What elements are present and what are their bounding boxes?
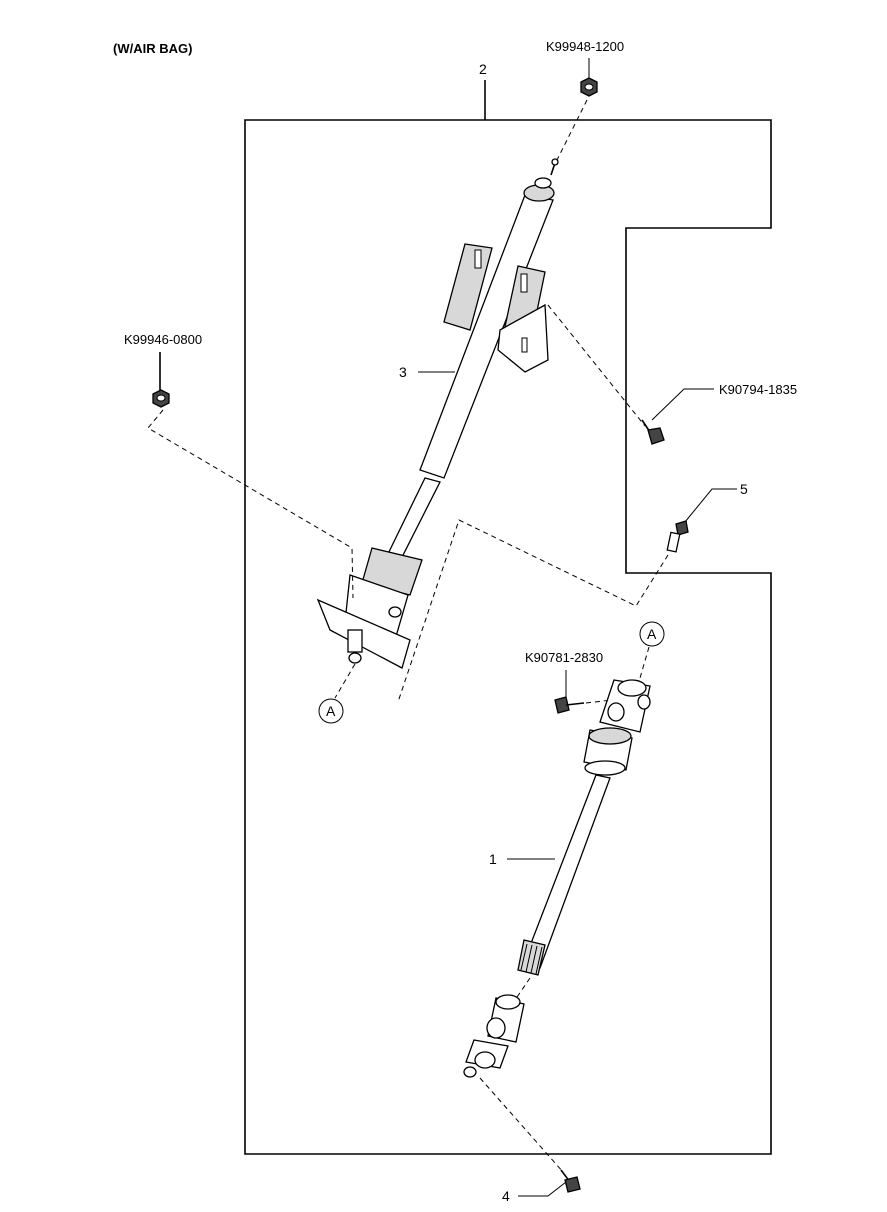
callout-leader-5 — [684, 488, 737, 523]
dashed-path-bolt-bracket — [547, 304, 646, 427]
bolt-4 — [560, 1169, 581, 1193]
bracket-bolt — [641, 419, 665, 445]
part-number-bolt-joint: K90781-2830 — [525, 650, 603, 665]
callout-2: 2 — [479, 61, 487, 77]
connector-a-right-circle — [639, 621, 665, 647]
bolt-5 — [666, 520, 689, 553]
joint-bolt — [554, 696, 585, 714]
dashed-path-bolt-4 — [479, 1077, 564, 1173]
callout-1: 1 — [489, 851, 497, 867]
callout-4: 4 — [502, 1188, 510, 1204]
connector-a-right: A — [647, 626, 657, 642]
callout-leader-4 — [518, 1181, 567, 1197]
connector-a-left: A — [326, 703, 336, 719]
hex-nut-top — [580, 77, 598, 97]
dashed-path-nut-left — [147, 409, 354, 599]
dashed-path-a-left — [334, 663, 356, 699]
dashed-path-a-right — [639, 646, 650, 679]
part-number-bolt-bracket: K90794-1835 — [719, 382, 797, 397]
leader-bolt-bracket — [651, 388, 714, 421]
hex-nut-left — [152, 389, 170, 408]
callout-3: 3 — [399, 364, 407, 380]
part-number-nut-top: K99948-1200 — [546, 39, 624, 54]
assembly-boundary — [244, 119, 772, 1155]
dashed-path-nut-top — [555, 99, 588, 163]
steering-column — [316, 158, 559, 669]
part-number-nut-left: K99946-0800 — [124, 332, 202, 347]
dashed-path-lower-joint — [514, 977, 531, 1001]
dashed-path-bolt-5 — [397, 519, 669, 703]
connector-a-left-circle — [318, 698, 344, 724]
variant-heading: (W/AIR BAG) — [113, 41, 192, 56]
lower-universal-joint — [463, 994, 525, 1078]
callout-5: 5 — [740, 481, 748, 497]
intermediate-shaft — [517, 679, 651, 976]
